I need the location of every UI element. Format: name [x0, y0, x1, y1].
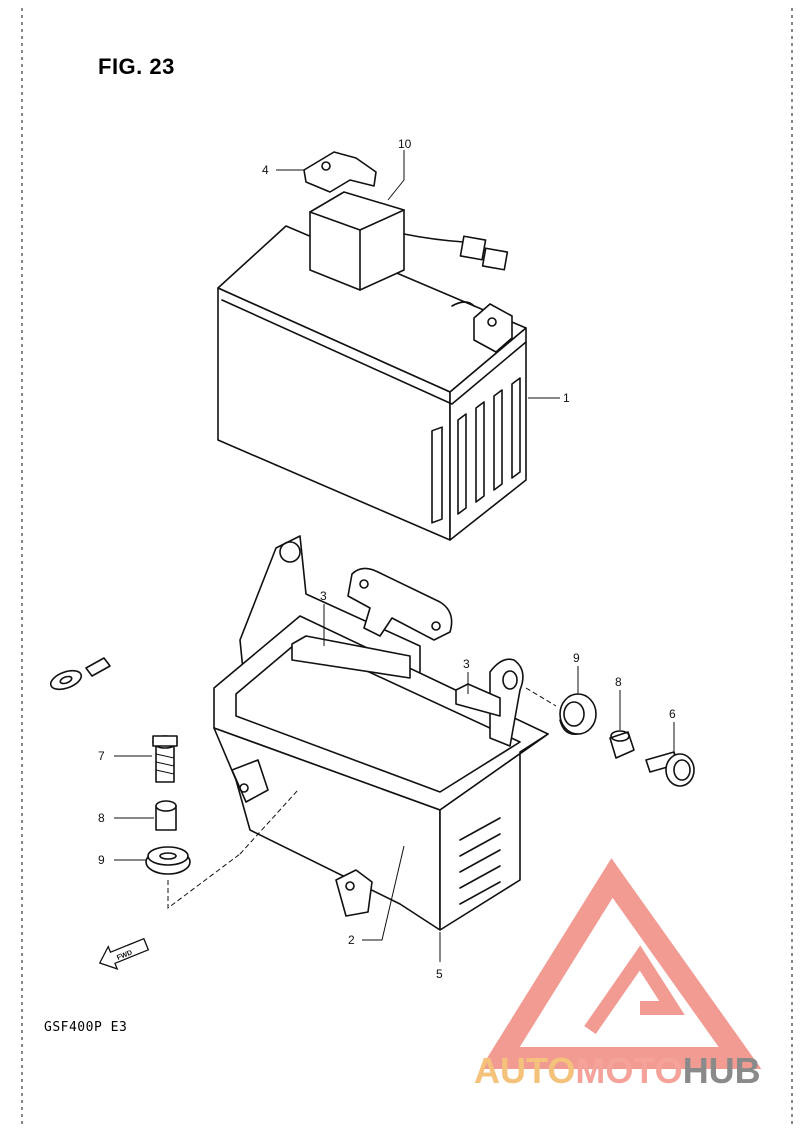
- callout-2: 2: [348, 933, 355, 947]
- ground-cable-part: [49, 465, 278, 691]
- bracket-part: [303, 151, 377, 193]
- grommet-right-part: [559, 693, 597, 736]
- clamp-bracket-part: [347, 567, 453, 641]
- model-label: GSF400P E3: [44, 1020, 128, 1035]
- leader-lines: [114, 150, 675, 962]
- callout-9a: 9: [98, 853, 105, 867]
- battery-holder-part: [213, 535, 549, 931]
- grommet-left-part: [145, 846, 191, 875]
- callout-5: 5: [436, 967, 443, 981]
- assembly-guide-line: [525, 687, 557, 707]
- watermark-text: AUTOMOTOHUB: [474, 1050, 761, 1092]
- battery-part: [217, 225, 527, 541]
- figure-title: FIG. 23: [98, 54, 175, 79]
- callout-10: 10: [398, 137, 412, 151]
- callout-1: 1: [563, 391, 570, 405]
- cushion-pad-part: [291, 635, 501, 717]
- watermark-logo-icon: [480, 858, 762, 1069]
- collar-right-part: [609, 730, 635, 759]
- callout-7: 7: [98, 749, 105, 763]
- watermark-moto: MOTO: [575, 1050, 683, 1091]
- callout-6: 6: [669, 707, 676, 721]
- collar-left-part: [155, 800, 177, 831]
- watermark-auto: AUTO: [474, 1050, 576, 1091]
- bolt-right-part: [645, 751, 695, 787]
- callout-4: 4: [262, 163, 269, 177]
- callout-3a: 3: [320, 589, 327, 603]
- bolt-left-part: [152, 735, 178, 783]
- assembly-guide-line: [239, 789, 299, 855]
- callout-9b: 9: [573, 651, 580, 665]
- callout-3b: 3: [463, 657, 470, 671]
- callout-8b: 8: [615, 675, 622, 689]
- callout-8a: 8: [98, 811, 105, 825]
- forward-arrow-icon: FWD: [98, 937, 150, 970]
- watermark-hub: HUB: [682, 1050, 761, 1091]
- fuse-holder-part: [309, 191, 509, 291]
- assembly-guide-line: [167, 853, 241, 909]
